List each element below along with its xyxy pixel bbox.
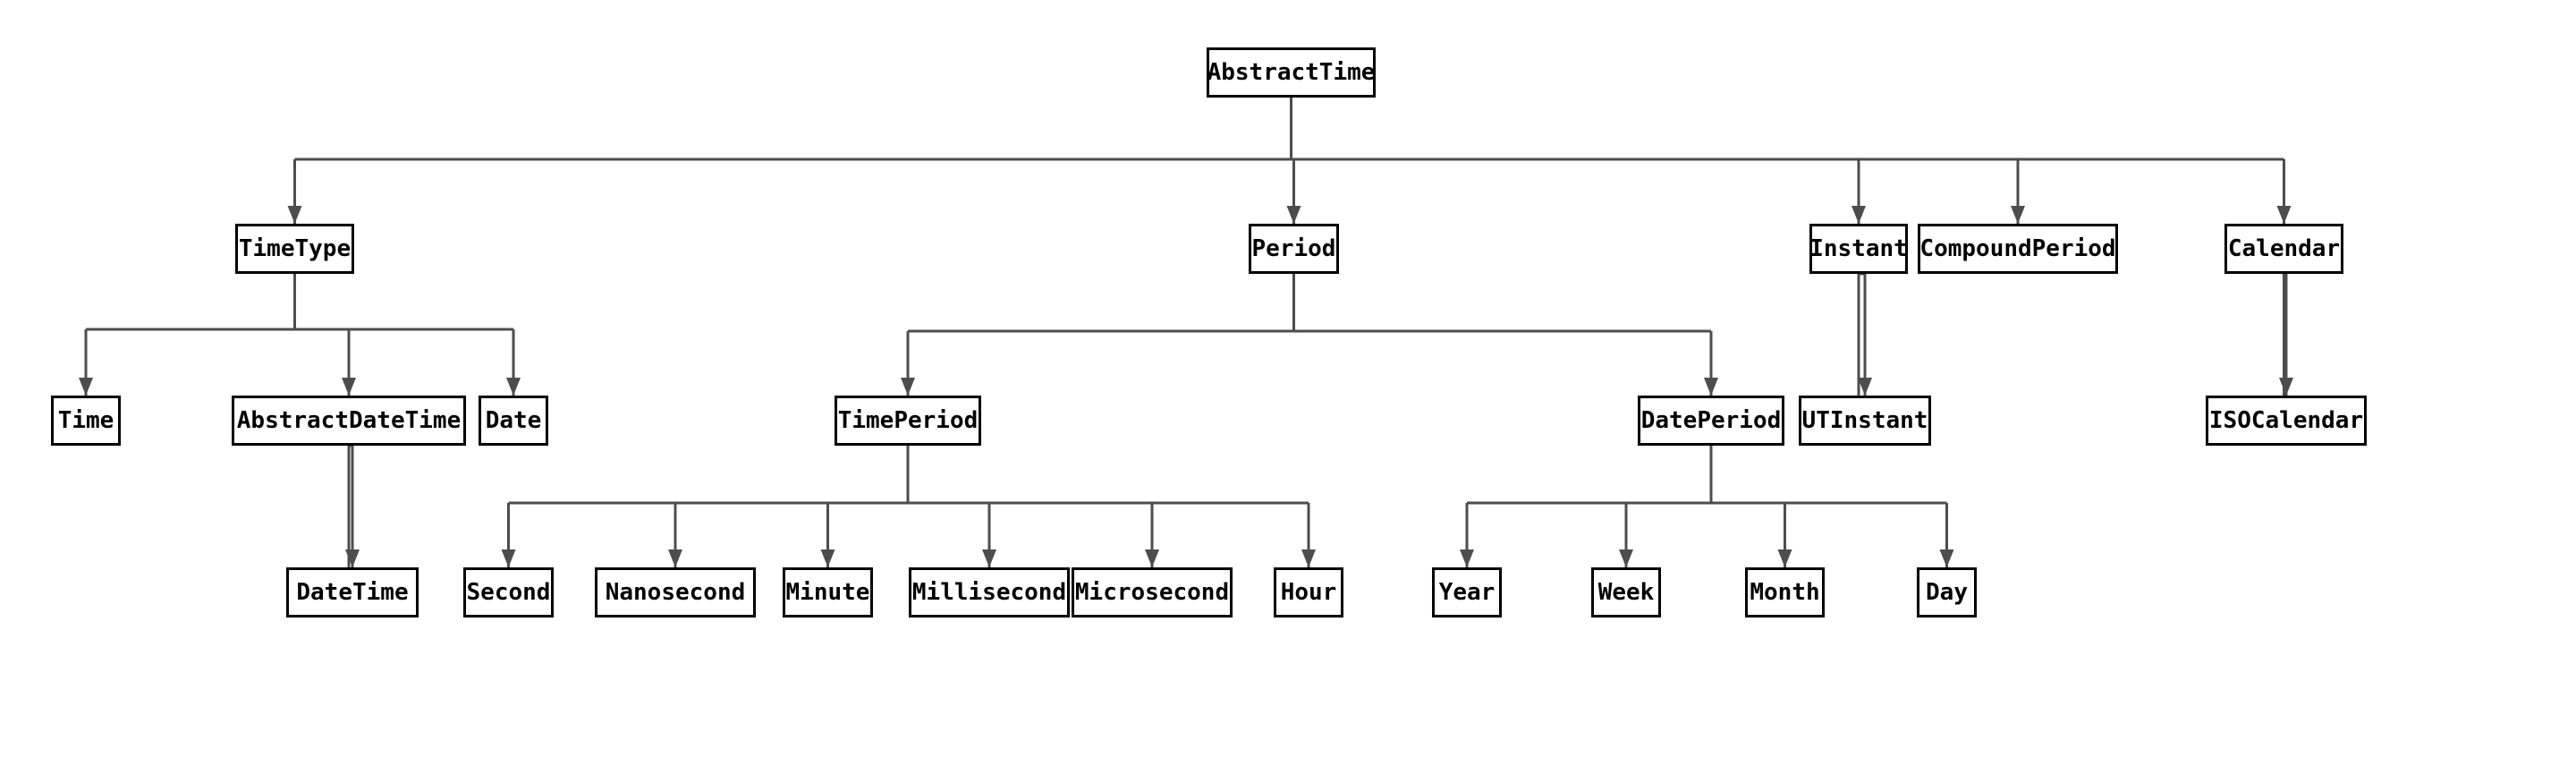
node-abstracttime[interactable]: AbstractTime <box>1207 47 1376 98</box>
node-month[interactable]: Month <box>1745 567 1825 617</box>
node-dateperiod[interactable]: DatePeriod <box>1638 396 1784 446</box>
node-label: DatePeriod <box>1640 407 1782 434</box>
node-label: Calendar <box>2227 235 2341 262</box>
node-label: Date <box>485 407 542 434</box>
node-label: Millisecond <box>911 579 1067 606</box>
node-label: Second <box>466 579 551 606</box>
node-day[interactable]: Day <box>1917 567 1977 617</box>
node-minute[interactable]: Minute <box>783 567 873 617</box>
node-label: TimePeriod <box>837 407 979 434</box>
node-calendar[interactable]: Calendar <box>2224 224 2343 274</box>
node-label: Period <box>1251 235 1336 262</box>
node-label: AbstractTime <box>1207 59 1376 86</box>
node-label: AbstractDateTime <box>236 407 462 434</box>
node-period[interactable]: Period <box>1249 224 1339 274</box>
node-time[interactable]: Time <box>51 396 121 446</box>
node-label: DateTime <box>296 579 409 606</box>
node-second[interactable]: Second <box>463 567 554 617</box>
node-timeperiod[interactable]: TimePeriod <box>835 396 981 446</box>
node-millisecond[interactable]: Millisecond <box>909 567 1070 617</box>
node-label: Week <box>1597 579 1655 606</box>
node-instant[interactable]: Instant <box>1809 224 1908 274</box>
node-label: Year <box>1438 579 1496 606</box>
node-label: CompoundPeriod <box>1919 235 2116 262</box>
node-date[interactable]: Date <box>479 396 548 446</box>
node-label: UTInstant <box>1801 407 1928 434</box>
node-year[interactable]: Year <box>1432 567 1502 617</box>
node-week[interactable]: Week <box>1591 567 1661 617</box>
node-label: Hour <box>1280 579 1337 606</box>
node-hour[interactable]: Hour <box>1274 567 1343 617</box>
node-label: Microsecond <box>1074 579 1230 606</box>
node-label: Time <box>57 407 114 434</box>
node-abstractdatetime[interactable]: AbstractDateTime <box>232 396 466 446</box>
node-label: Month <box>1750 579 1820 606</box>
node-label: Instant <box>1809 235 1908 262</box>
node-label: TimeType <box>238 235 352 262</box>
node-label: Minute <box>785 579 870 606</box>
node-compoundperiod[interactable]: CompoundPeriod <box>1918 224 2118 274</box>
node-timetype[interactable]: TimeType <box>235 224 354 274</box>
node-label: Nanosecond <box>605 579 746 606</box>
node-datetime[interactable]: DateTime <box>286 567 419 617</box>
node-isocalendar[interactable]: ISOCalendar <box>2206 396 2367 446</box>
node-nanosecond[interactable]: Nanosecond <box>595 567 756 617</box>
node-label: ISOCalendar <box>2208 407 2364 434</box>
node-utinstant[interactable]: UTInstant <box>1799 396 1931 446</box>
node-label: Day <box>1926 579 1968 606</box>
node-microsecond[interactable]: Microsecond <box>1072 567 1233 617</box>
